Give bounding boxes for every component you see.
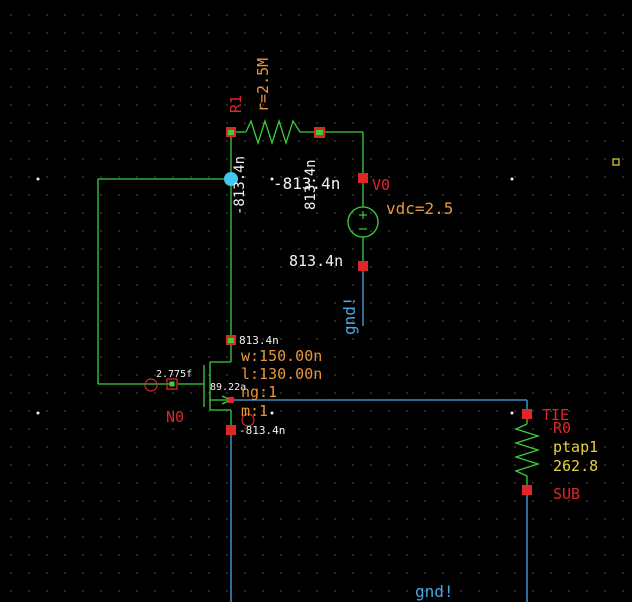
- v0-bottom-current: 813.4n: [289, 252, 344, 270]
- v0-minus-pin: [358, 261, 368, 271]
- r0-resistor-zigzag: [513, 423, 541, 490]
- v0-source-symbol: [347, 206, 379, 238]
- r0-model-label: ptap1: [553, 438, 599, 456]
- r1-resistor-zigzag: [245, 118, 318, 146]
- n0-width-label: w:150.00n: [241, 347, 323, 365]
- r0-tie-label: TIE: [542, 406, 570, 424]
- n0-multiplier-label: m:1: [241, 402, 269, 420]
- gnd-net-label-left: gnd!: [340, 296, 359, 335]
- selection-marker: [612, 158, 620, 166]
- v0-name-label: V0: [372, 176, 391, 194]
- r0-sub-label: SUB: [553, 485, 581, 503]
- n0-bulk-pin: [228, 397, 234, 403]
- n0-gate-pin: [166, 378, 178, 390]
- n0-bulk-current: 89.22a: [210, 382, 247, 393]
- n0-source-pin: [226, 425, 236, 435]
- r0-top-pin: [522, 409, 532, 419]
- n0-length-label: l:130.00n: [241, 365, 323, 383]
- n0-origin-marker: [144, 378, 158, 392]
- n0-gate-current: 2.775f: [156, 369, 193, 380]
- n0-fingers-label: ng:1: [241, 383, 278, 401]
- r0-value-label: 262.8: [553, 457, 599, 475]
- v0-value-label: vdc=2.5: [386, 199, 454, 218]
- gnd-net-label-bottom: gnd!: [415, 582, 454, 601]
- r1-name-label: R1: [227, 94, 245, 113]
- r0-name-label: R0: [553, 419, 572, 437]
- r1-left-current: -813.4n: [232, 155, 248, 215]
- n0-drain-current: 813.4n: [239, 334, 279, 347]
- n0-source-current: -813.4n: [239, 424, 286, 437]
- n0-name-label: N0: [166, 408, 185, 426]
- v0-plus-pin: [358, 173, 368, 183]
- r1-value-label: r=2.5M: [254, 57, 272, 112]
- v0-top-current: -813.4n: [273, 174, 341, 193]
- probe-marker: [224, 172, 238, 186]
- r0-bottom-pin: [522, 485, 532, 495]
